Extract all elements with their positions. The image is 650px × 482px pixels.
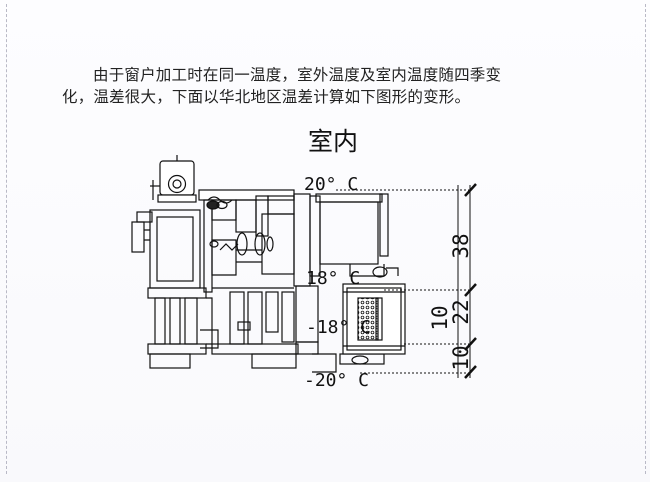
intro-paragraph: 由于窗户加工时在同一温度，室外温度及室内温度随四季变 化，温差很大，下面以华北地… xyxy=(62,64,582,108)
center-frame-profile xyxy=(198,189,299,369)
temperature-minus-18c: -18° C xyxy=(306,317,371,338)
hinge-knob xyxy=(150,155,197,203)
paragraph-line-1: 由于窗户加工时在同一温度，室外温度及室内温度随四季变 xyxy=(93,66,502,84)
paragraph-line-2: 化，温差很大，下面以华北地区温差计算如下图形的变形。 xyxy=(62,88,471,106)
dimension-22: 22 xyxy=(449,299,473,324)
page-border xyxy=(6,4,646,474)
indoor-label: 室内 xyxy=(308,127,358,156)
temperature-20c: 20° C xyxy=(304,174,358,195)
dimension-lines xyxy=(336,183,477,379)
insulated-glass-unit xyxy=(342,283,406,355)
gasket-rollers xyxy=(206,200,274,256)
dimension-38: 38 xyxy=(449,233,473,258)
right-frame-profile xyxy=(293,193,399,373)
temperature-minus-20c: -20° C xyxy=(304,370,369,391)
dimension-10-upper: 10 xyxy=(428,305,452,330)
dimension-10-lower: 10 xyxy=(449,345,473,370)
temperature-18c: 18° C xyxy=(306,268,360,289)
window-profile-cross-section xyxy=(131,155,406,373)
left-sash-profile xyxy=(131,209,219,369)
